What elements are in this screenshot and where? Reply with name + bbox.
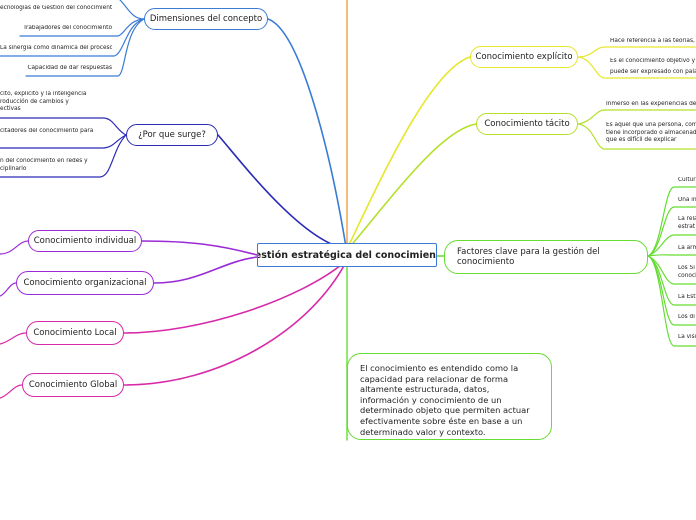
central-topic[interactable]: Gestión estratégica del conocimiento [257, 243, 437, 267]
node-conocimiento-global[interactable]: Conocimiento Global [22, 373, 124, 397]
node-conocimiento-individual[interactable]: Conocimiento individual [28, 230, 142, 252]
leaf-factores-7: Los di [678, 314, 695, 320]
node-conocimiento-organizacional[interactable]: Conocimiento organizacional [16, 271, 154, 295]
connector-explicito [347, 56, 471, 248]
node-definicion-conocimiento[interactable]: El conocimiento es entendido como la cap… [347, 353, 552, 440]
leaf-dimensiones-1: ecnologías de Gestión del conocimiento [0, 5, 112, 11]
leaf-surge-3: n del conocimiento en redes y ciplinario [0, 158, 88, 172]
leaf-factores-6: La Estr [678, 294, 696, 300]
leaf-tacito-1: Inmerso en las experiencias de [606, 101, 696, 107]
leaf-factores-2: Una in [678, 197, 696, 203]
leaf-factores-4: La arm [678, 245, 696, 251]
leaf-dimensiones-3: La sinergia como dinámica del proceso [0, 45, 112, 51]
connector-surge [217, 134, 347, 250]
leaf-surge-1: cito, explicito y la inteligencia roducc… [0, 91, 87, 113]
node-conocimiento-explicito[interactable]: Conocimiento explícito [470, 46, 578, 68]
leaf-surge-2: citadores del conocimiento para [0, 128, 94, 134]
leaf-explicito-1: Hace referencia a las teorías, in [610, 38, 696, 44]
node-conocimiento-local[interactable]: Conocimiento Local [26, 321, 124, 345]
connector-global [123, 261, 347, 386]
node-por-que-surge[interactable]: ¿Por que surge? [126, 124, 218, 146]
connector-individual [141, 240, 258, 256]
node-factores-clave[interactable]: Factores clave para la gestión del conoc… [444, 240, 648, 274]
node-conocimiento-tacito[interactable]: Conocimiento tácito [476, 113, 578, 135]
connector-dimensiones-branch [119, 0, 145, 20]
leaf-dimensiones-2: Trabajadores del conocimiento [23, 25, 112, 31]
leaf-tacito-2: Es aquel que una persona, comu tiene inc… [606, 122, 696, 144]
connector-dimensiones [267, 18, 347, 248]
leaf-dimensiones-4: Capacidad de dar respuestas [27, 65, 112, 71]
node-dimensiones-del-concepto[interactable]: Dimensiones del concepto [144, 8, 268, 30]
connector-tacito [347, 123, 477, 250]
connector-local [123, 260, 347, 334]
leaf-explicito-2: Es el conocimiento objetivo y ra puede s… [610, 58, 696, 75]
connector-organizacional [153, 256, 258, 284]
leaf-factores-8: La visu [678, 334, 696, 340]
leaf-factores-1: Cultur [678, 177, 696, 183]
